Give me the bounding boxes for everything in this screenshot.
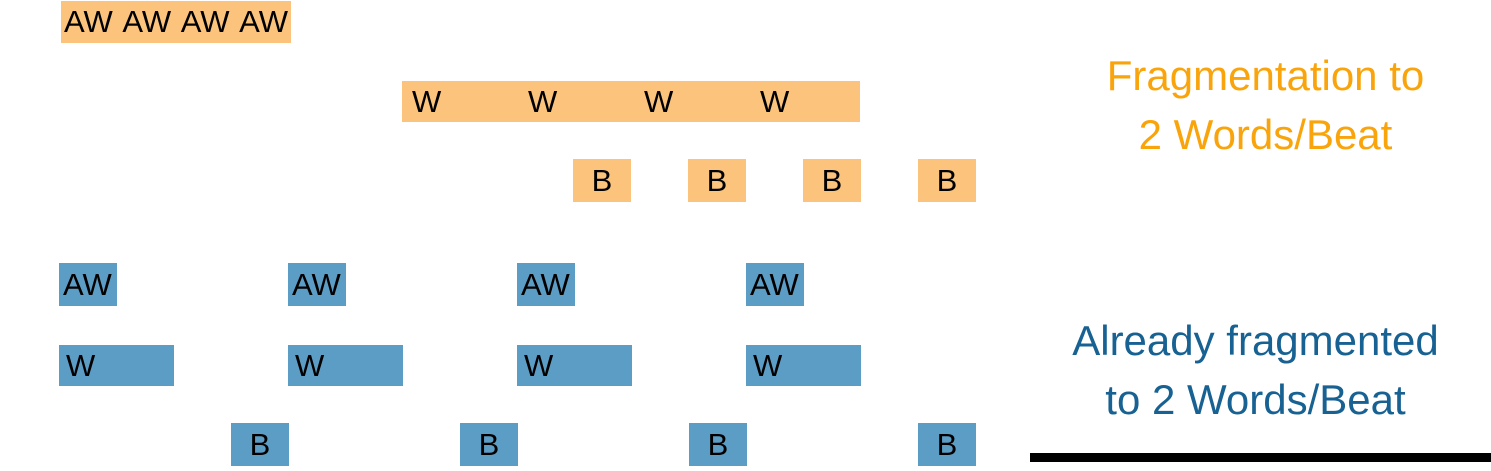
w-block: W <box>517 345 632 386</box>
aw-label: AW <box>63 266 112 302</box>
w-beat-label: W <box>66 347 96 383</box>
b-label: B <box>821 162 843 198</box>
aw-label: AW <box>180 4 230 39</box>
b-label: B <box>936 426 958 462</box>
w-beat-label: W <box>528 83 558 119</box>
b-label: B <box>249 426 271 462</box>
fragmentation-caption: Fragmentation to 2 Words/Beat <box>1040 46 1491 164</box>
w-block: W <box>288 345 403 386</box>
aw-label: AW <box>521 266 570 302</box>
b-label: B <box>591 162 613 198</box>
aw-burst-bar: AW AW AW AW <box>61 1 291 43</box>
caption-line: 2 Words/Beat <box>1138 111 1393 158</box>
w-beat-label: W <box>524 347 554 383</box>
b-response-block: B <box>918 159 976 202</box>
b-response-block: B <box>688 159 746 202</box>
w-data-bar: W W W W <box>402 81 860 122</box>
aw-block: AW <box>288 263 346 306</box>
cropped-artifact-bar <box>1030 453 1491 462</box>
b-response-block: B <box>803 159 861 202</box>
w-beat-label: W <box>412 83 442 119</box>
aw-block: AW <box>59 263 117 306</box>
caption-line: to 2 Words/Beat <box>1105 376 1406 423</box>
w-block: W <box>746 345 861 386</box>
w-beat-label: W <box>295 347 325 383</box>
w-beat-label: W <box>644 83 674 119</box>
b-label: B <box>936 162 958 198</box>
w-beat-label: W <box>760 83 790 119</box>
b-response-block: B <box>231 423 289 466</box>
b-response-block: B <box>918 423 976 466</box>
aw-label: AW <box>122 4 172 39</box>
b-label: B <box>707 426 729 462</box>
caption-line: Fragmentation to <box>1106 52 1425 99</box>
b-label: B <box>478 426 500 462</box>
aw-label: AW <box>239 4 288 39</box>
b-response-block: B <box>460 423 518 466</box>
already-fragmented-caption: Already fragmented to 2 Words/Beat <box>1030 311 1481 429</box>
aw-label: AW <box>292 266 341 302</box>
b-response-block: B <box>689 423 747 466</box>
aw-block: AW <box>746 263 804 306</box>
aw-label: AW <box>64 4 113 39</box>
w-beat-label: W <box>753 347 783 383</box>
caption-line: Already fragmented <box>1072 317 1439 364</box>
aw-label: AW <box>750 266 799 302</box>
aw-block: AW <box>517 263 575 306</box>
b-label: B <box>706 162 728 198</box>
b-response-block: B <box>573 159 631 202</box>
w-block: W <box>59 345 174 386</box>
